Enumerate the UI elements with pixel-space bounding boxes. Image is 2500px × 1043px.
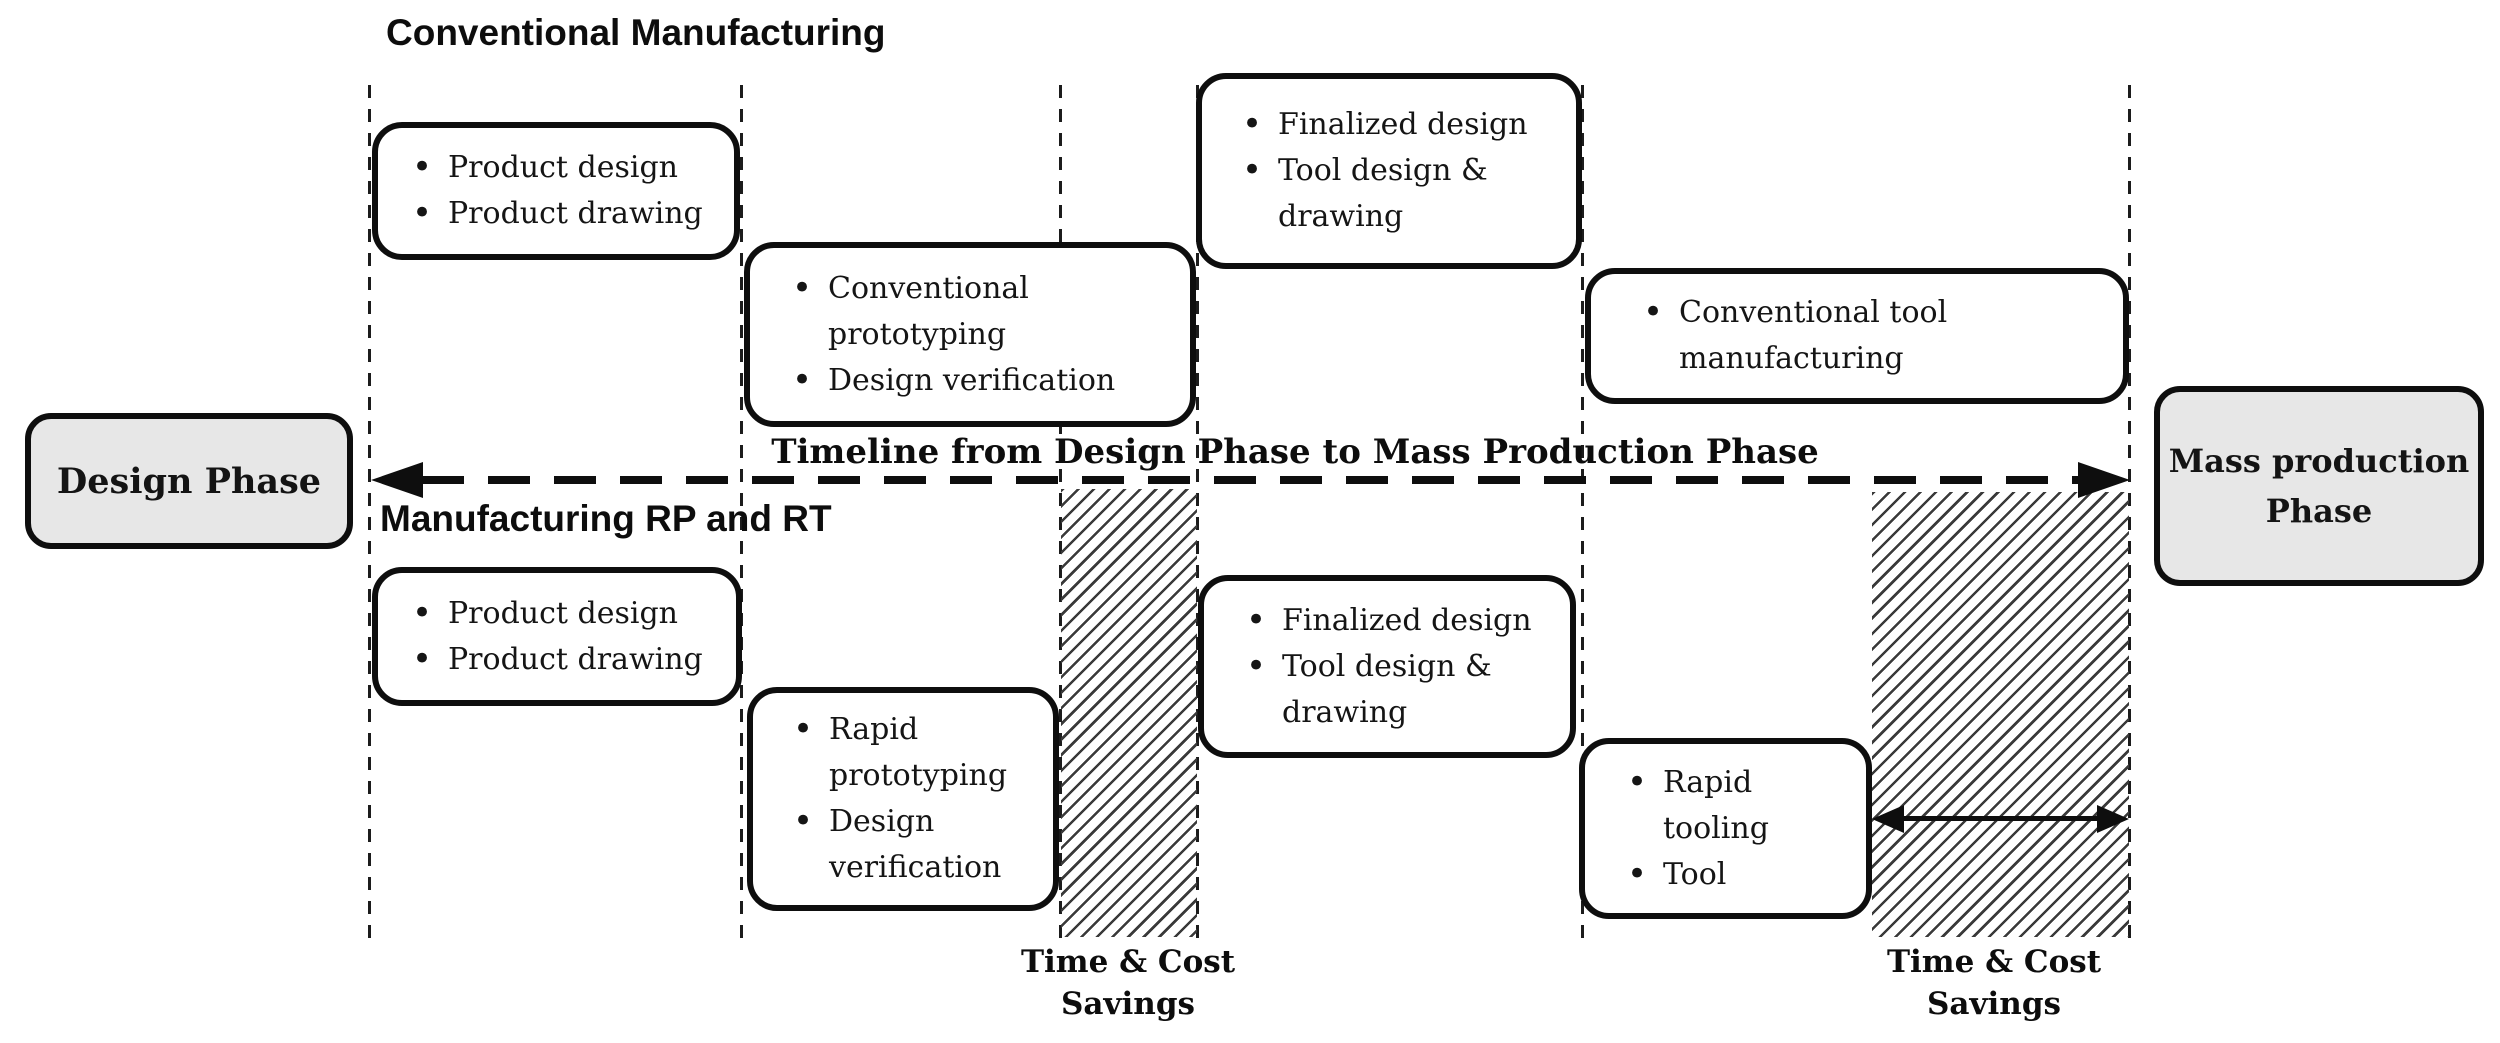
milestone-gridline-5 [1581, 85, 1584, 941]
bullet-item: Design verification [793, 798, 1001, 891]
timeline-axis-title: Timeline from Design Phase to Mass Produ… [771, 432, 1819, 472]
bullet-item: Rapid prototyping [793, 706, 1007, 799]
timeline-arrowhead-right-icon [2078, 462, 2130, 498]
milestone-gridline-6 [2128, 85, 2131, 941]
conventional-finalized-design-box: Finalized designTool design & drawing [1196, 73, 1582, 269]
bullet-item: Tool design & drawing [1242, 147, 1542, 240]
timeline-dashed-arrow [422, 476, 2080, 484]
savings-label-prototyping: Time & Cost Savings [1020, 944, 1236, 1022]
bullet-list: Conventional prototypingDesign verificat… [792, 265, 1127, 404]
mass-production-phase-label: Mass production Phase [2168, 442, 2470, 530]
rp-product-design-box: Product designProduct drawing [372, 567, 742, 706]
milestone-gridline-3 [1059, 85, 1062, 941]
bullet-item: Design verification [792, 357, 1127, 404]
mass-production-phase-box: Mass production Phase [2154, 386, 2484, 586]
rapid-prototyping-box: Rapid prototypingDesign verification [747, 687, 1059, 911]
bullet-item: Conventional prototyping [792, 265, 1127, 358]
savings-hatch-tooling [1872, 492, 2129, 937]
bullet-item: Finalized design [1242, 101, 1542, 148]
bullet-item: Tool design & drawing [1246, 643, 1546, 736]
design-phase-box: Design Phase [25, 413, 353, 549]
rp-finalized-design-box: Finalized designTool design & drawing [1198, 575, 1576, 758]
double-arrowhead-right-icon [2097, 805, 2129, 833]
design-phase-label: Design Phase [56, 460, 322, 502]
savings-label-tooling: Time & Cost Savings [1886, 944, 2102, 1022]
tooling-savings-double-arrow [1896, 816, 2104, 821]
bullet-item: Product design [412, 590, 732, 637]
bullet-list: Product designProduct drawing [412, 590, 732, 683]
bullet-item: Product drawing [412, 190, 732, 237]
manufacturing-rp-rt-title: Manufacturing RP and RT [380, 498, 832, 539]
bullet-list: Rapid toolingTool [1627, 759, 1787, 898]
conventional-prototyping-box: Conventional prototypingDesign verificat… [744, 242, 1196, 427]
conventional-manufacturing-title: Conventional Manufacturing [386, 12, 886, 53]
conventional-tool-manufacturing-box: Conventional tool manufacturing [1585, 268, 2129, 404]
bullet-item: Product design [412, 144, 732, 191]
timeline-arrowhead-left-icon [371, 462, 423, 498]
double-arrowhead-left-icon [1872, 805, 1904, 833]
conventional-product-design-box: Product designProduct drawing [372, 122, 740, 260]
bullet-item: Tool [1627, 851, 1787, 898]
bullet-list: Conventional tool manufacturing [1643, 289, 2013, 382]
milestone-gridline-2 [740, 85, 743, 941]
bullet-item: Finalized design [1246, 597, 1546, 644]
bullet-item: Conventional tool manufacturing [1643, 289, 2013, 382]
bullet-item: Product drawing [412, 636, 732, 683]
rapid-tooling-box: Rapid toolingTool [1579, 738, 1872, 919]
bullet-item: Rapid tooling [1627, 759, 1787, 852]
milestone-gridline-4 [1196, 85, 1199, 941]
bullet-list: Finalized designTool design & drawing [1242, 101, 1542, 240]
bullet-list: Finalized designTool design & drawing [1246, 597, 1546, 736]
milestone-gridline-1 [368, 85, 371, 941]
bullet-list: Rapid prototypingDesign verification [793, 706, 1007, 891]
savings-hatch-prototyping [1061, 489, 1197, 937]
bullet-list: Product designProduct drawing [412, 144, 732, 237]
